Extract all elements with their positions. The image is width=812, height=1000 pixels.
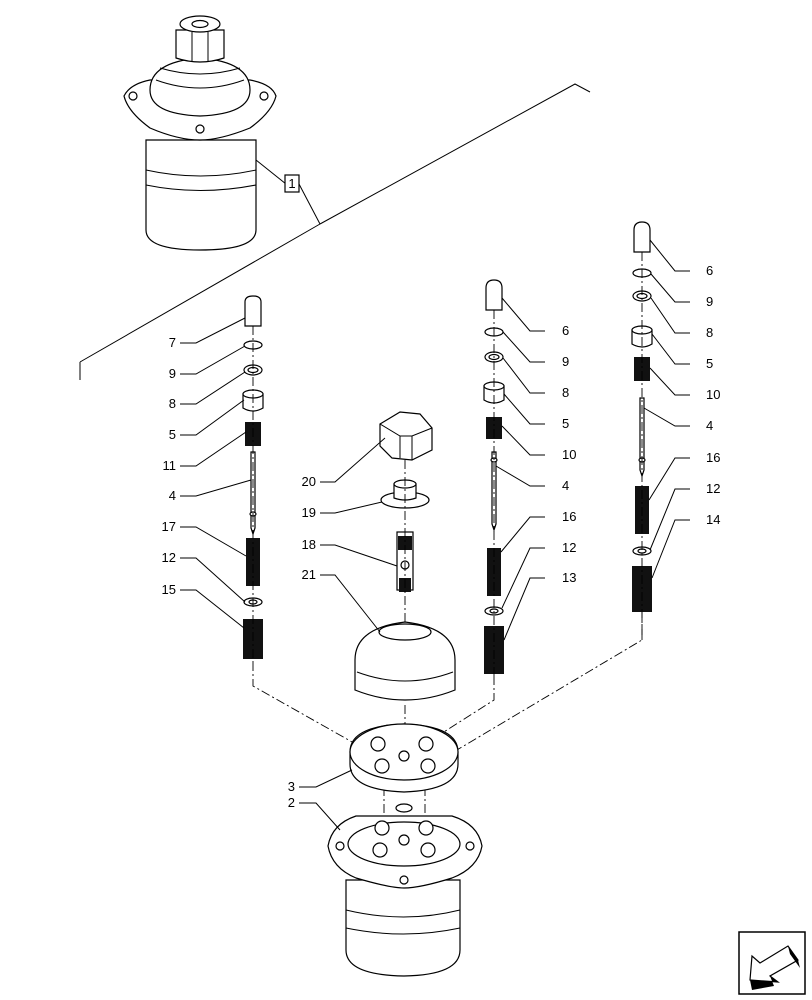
callout-left-17: 17 [162,519,176,534]
callout-right-12: 12 [706,481,720,496]
callout-mid-9: 9 [562,354,569,369]
callout-1: 1 [255,159,321,225]
callout-center-20: 20 [302,474,316,489]
callout-bottom-2: 2 [288,795,295,810]
svg-text:1: 1 [288,176,295,191]
left-stack [242,295,264,662]
callout-right-6: 6 [706,263,713,278]
mid-stack [483,279,505,676]
callouts-center: 20 19 18 21 [302,474,316,582]
callout-left-12: 12 [162,550,176,565]
callout-mid-5: 5 [562,416,569,431]
callout-right-9: 9 [706,294,713,309]
callout-mid-10: 10 [562,447,576,462]
callout-left-11: 11 [163,458,177,473]
callout-right-8: 8 [706,325,713,340]
callout-mid-8: 8 [562,385,569,400]
callout-left-4: 4 [169,488,176,503]
callout-mid-16: 16 [562,509,576,524]
callouts-left: 7 9 8 5 11 4 17 12 15 [162,335,176,597]
callout-right-10: 10 [706,387,720,402]
callout-right-16: 16 [706,450,720,465]
top-assembly [123,15,277,251]
callout-left-9: 9 [169,366,176,381]
arrow-back-icon[interactable] [738,931,806,995]
callout-left-15: 15 [162,582,176,597]
leader-lines [180,239,690,831]
callout-left-7: 7 [169,335,176,350]
callouts-mid: 6 9 8 5 10 4 16 12 13 [562,323,576,585]
callout-center-18: 18 [302,537,316,552]
callout-center-21: 21 [302,567,316,582]
callout-right-5: 5 [706,356,713,371]
callouts-bottom: 3 2 [288,779,295,810]
callout-right-4: 4 [706,418,713,433]
callout-right-14: 14 [706,512,720,527]
callout-mid-6: 6 [562,323,569,338]
callouts-right: 6 9 8 5 10 4 16 12 14 [706,263,720,527]
callout-left-8: 8 [169,396,176,411]
right-stack [631,221,653,640]
center-stack [354,411,456,758]
callout-left-5: 5 [169,427,176,442]
callout-mid-4: 4 [562,478,569,493]
callout-center-19: 19 [302,505,316,520]
plate [349,723,459,793]
callout-bottom-3: 3 [288,779,295,794]
callout-mid-12: 12 [562,540,576,555]
callout-mid-13: 13 [562,570,576,585]
base-housing [327,803,483,977]
assembly-bracket [79,83,591,380]
